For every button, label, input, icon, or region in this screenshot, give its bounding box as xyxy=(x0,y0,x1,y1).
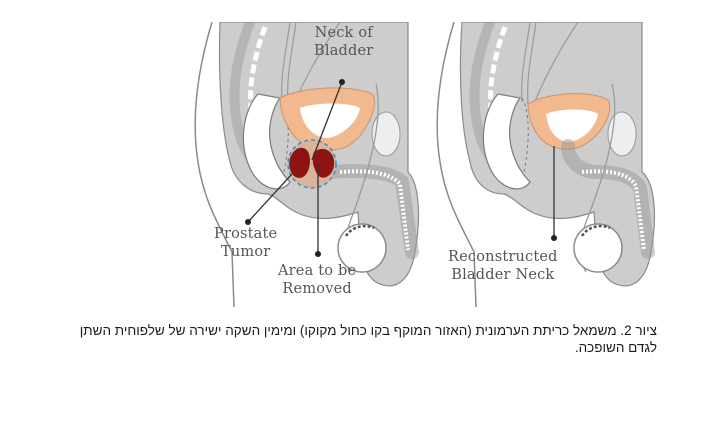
label-area-to-be-removed: Area to be Removed xyxy=(278,263,357,297)
figure-caption: ציור 2. משמאל כריתת הערמונית (האזור המוק… xyxy=(57,322,657,356)
pelvis-illustration-before xyxy=(194,22,420,307)
reconstruction-diagram: Reconstructed Bladder Neck xyxy=(432,22,660,307)
label-neck-of-bladder: Neck of Bladder xyxy=(314,25,374,59)
caption-line-2: לגדם השופכה. xyxy=(574,340,657,355)
label-prostate-tumor: Prostate Tumor xyxy=(214,226,278,260)
label-reconstructed-bladder-neck: Reconstructed Bladder Neck xyxy=(448,249,558,283)
anatomy-figure: Neck of Bladder Prostate Tumor Area to b… xyxy=(190,22,660,307)
pelvis-illustration-after xyxy=(436,22,656,307)
caption-line-1: ציור 2. משמאל כריתת הערמונית (האזור המוק… xyxy=(79,323,657,338)
prostatectomy-diagram: Neck of Bladder Prostate Tumor Area to b… xyxy=(190,22,422,307)
